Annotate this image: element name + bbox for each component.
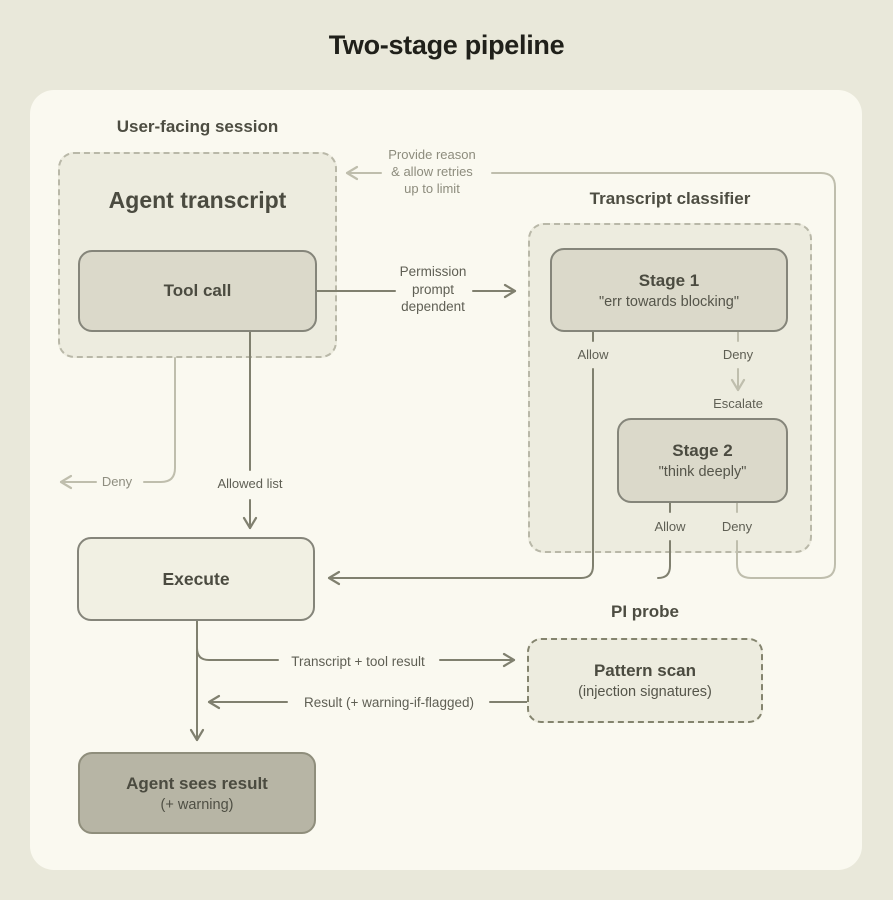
edge-label-transcript-tool-result: Transcript + tool result xyxy=(291,654,425,669)
edge-label-provide-reason: Provide reason & allow retries up to lim… xyxy=(388,147,476,196)
user-facing-session-label: User-facing session xyxy=(116,117,279,136)
edge-label-allowed-list: Allowed list xyxy=(217,476,283,491)
pattern-scan-title: Pattern scan xyxy=(593,661,697,680)
stage1-box: Stage 1 "err towards blocking" xyxy=(550,248,788,332)
pi-probe-label: PI probe xyxy=(610,602,679,621)
stage1-title: Stage 1 xyxy=(638,270,700,290)
transcript-classifier-label: Transcript classifier xyxy=(589,189,751,208)
edge-label-stage2-deny: Deny xyxy=(721,519,753,534)
execute-label: Execute xyxy=(162,568,230,589)
pattern-scan-subtitle: (injection signatures) xyxy=(578,684,712,700)
edge-stage2-deny-b xyxy=(491,172,836,579)
stage1-subtitle: "err towards blocking" xyxy=(598,293,740,310)
edge-label-result-warning: Result (+ warning-if-flagged) xyxy=(304,695,474,710)
agent-sees-result-box: Agent sees result (+ warning) xyxy=(78,752,316,834)
edge-to-probe-a xyxy=(196,647,279,661)
edge-label-stage1-allow: Allow xyxy=(577,347,609,362)
edge-stage2-allow-b xyxy=(657,540,671,579)
pattern-scan-box: Pattern scan (injection signatures) xyxy=(527,638,763,723)
edge-label-permission-prompt: Permission prompt dependent xyxy=(399,264,467,315)
page-title: Two-stage pipeline xyxy=(328,30,565,60)
stage2-title: Stage 2 xyxy=(672,441,733,460)
edge-label-escalate: Escalate xyxy=(713,396,763,411)
tool-call-box: Tool call xyxy=(78,250,317,332)
agent-sees-result-subtitle: (+ warning) xyxy=(160,796,234,813)
agent-transcript-title: Agent transcript xyxy=(108,187,287,213)
edge-label-stage1-deny: Deny xyxy=(722,347,754,362)
edge-stage1-allow-b xyxy=(327,368,594,586)
edge-deny-left-a xyxy=(143,357,176,483)
edge-label-deny-left: Deny xyxy=(101,474,133,489)
agent-sees-result-title: Agent sees result xyxy=(126,773,268,793)
tool-call-label: Tool call xyxy=(163,281,232,300)
stage2-subtitle: "think deeply" xyxy=(658,464,747,480)
execute-box: Execute xyxy=(77,537,315,621)
stage2-box: Stage 2 "think deeply" xyxy=(617,418,788,503)
edge-label-stage2-allow: Allow xyxy=(654,519,686,534)
